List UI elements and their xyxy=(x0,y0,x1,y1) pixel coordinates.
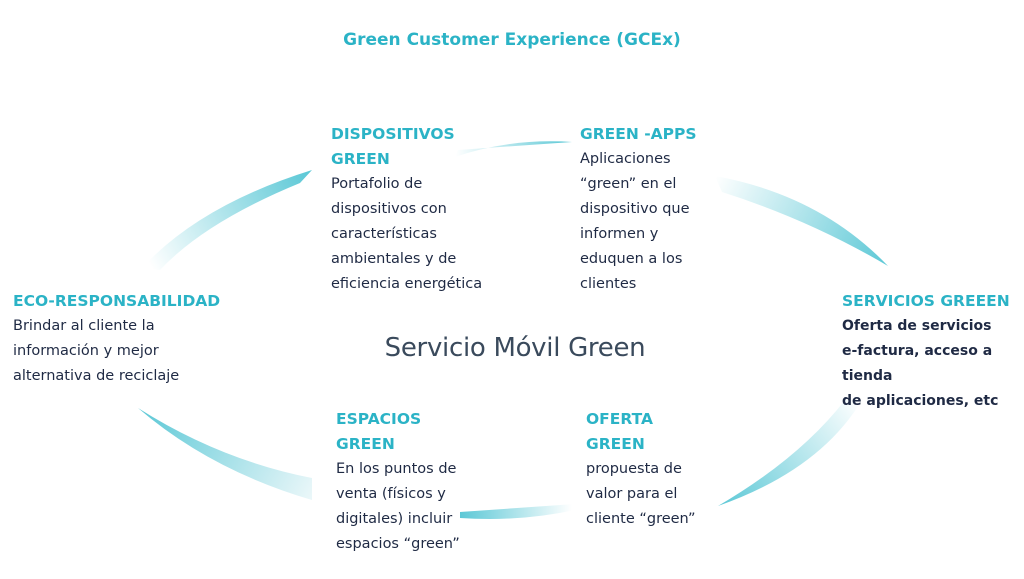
node-description: Aplicaciones “green” en el dispositivo q… xyxy=(580,151,690,292)
node-eco-responsabilidad: ECO-RESPONSABILIDAD Brindar al cliente l… xyxy=(13,289,220,389)
node-servicios-greeen: SERVICIOS GREEEN Oferta de servicios e-f… xyxy=(842,289,1024,414)
node-title: GREEN -APPS xyxy=(580,125,697,143)
node-title: DISPOSITIVOS GREEN xyxy=(331,125,455,168)
node-title: SERVICIOS GREEEN xyxy=(842,292,1010,310)
node-description: Oferta de servicios e-factura, acceso a … xyxy=(842,318,999,409)
diagram-title: Green Customer Experience (GCEx) xyxy=(343,30,681,50)
node-title: ECO-RESPONSABILIDAD xyxy=(13,292,221,310)
node-oferta-green: OFERTA GREEN propuesta de valor para el … xyxy=(586,407,695,532)
node-espacios-green: ESPACIOS GREEN En los puntos de venta (f… xyxy=(336,407,460,557)
arrow-oferta-to-espacios xyxy=(460,504,575,519)
arrow-espacios-to-eco xyxy=(138,408,312,500)
node-description: En los puntos de venta (físicos y digita… xyxy=(336,461,460,552)
arrow-servicios-to-oferta xyxy=(718,400,862,506)
node-title: ESPACIOS GREEN xyxy=(336,410,422,453)
arrow-eco-to-dispositivos xyxy=(142,170,312,270)
arrow-dispositivos-to-apps xyxy=(455,141,572,157)
node-dispositivos-green: DISPOSITIVOS GREEN Portafolio de disposi… xyxy=(331,122,482,297)
node-description: propuesta de valor para el cliente “gree… xyxy=(586,461,696,527)
node-green-apps: GREEN -APPS Aplicaciones “green” en el d… xyxy=(580,122,697,297)
node-description: Brindar al cliente la información y mejo… xyxy=(13,318,180,384)
arrow-apps-to-servicios xyxy=(715,176,888,266)
node-title: OFERTA GREEN xyxy=(586,410,653,453)
center-label: Servicio Móvil Green xyxy=(384,333,646,363)
node-description: Portafolio de dispositivos con caracterí… xyxy=(331,176,483,292)
